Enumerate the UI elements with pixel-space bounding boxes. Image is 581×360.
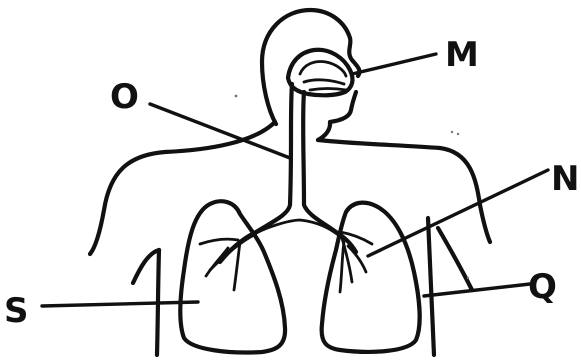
label-q: Q xyxy=(528,267,557,307)
label-o: O xyxy=(110,77,139,117)
label-n: N xyxy=(551,159,579,199)
trachea xyxy=(220,84,356,262)
leader-s xyxy=(42,302,198,306)
leader-n xyxy=(368,170,548,256)
leader-q xyxy=(424,284,530,296)
right-lung xyxy=(322,203,420,352)
label-s: S xyxy=(4,291,29,331)
head xyxy=(262,10,359,125)
nasal-cavity xyxy=(288,50,352,96)
label-m: M xyxy=(445,35,479,75)
leader-m xyxy=(352,54,436,74)
